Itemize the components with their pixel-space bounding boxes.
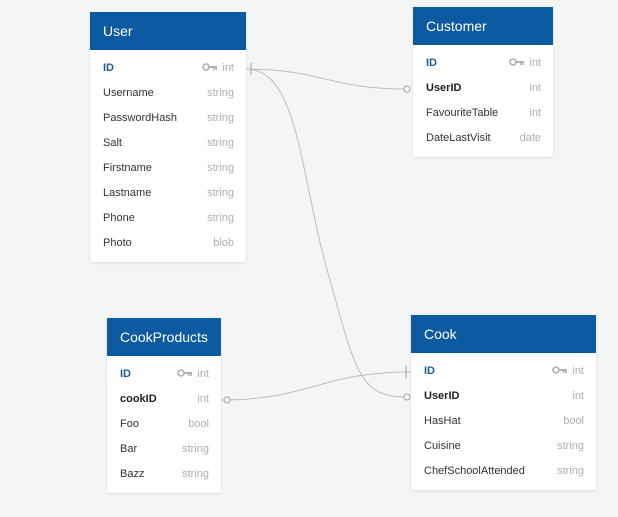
field-name: UserID [424, 390, 460, 402]
field-type: string [207, 162, 234, 174]
field-type: int [202, 56, 234, 81]
table-customer-fields: ID int UserID int FavouriteTable int DateL… [413, 45, 553, 155]
field-row[interactable]: Phone string [90, 206, 246, 231]
field-row[interactable]: UserID int [411, 384, 596, 409]
field-row[interactable]: Bazz string [107, 462, 221, 487]
table-cookproducts-fields: ID int cookID int Foo bool Bar string Bazz s… [107, 356, 221, 491]
field-type: string [207, 212, 234, 224]
field-type: string [557, 440, 584, 452]
table-customer[interactable]: Customer ID int UserID int FavouriteTable… [413, 7, 553, 157]
relation-cook-cookproducts[interactable] [220, 371, 412, 401]
field-name: cookID [120, 393, 157, 405]
field-name: Cuisine [424, 440, 461, 452]
field-row[interactable]: Username string [90, 81, 246, 106]
field-type: int [552, 359, 584, 384]
field-type: string [207, 137, 234, 149]
field-name: Firstname [103, 162, 152, 174]
field-type-label: int [222, 62, 234, 74]
table-cook-header[interactable]: Cook [411, 315, 596, 353]
field-type: int [572, 390, 584, 402]
field-name: Bar [120, 443, 138, 455]
field-name: PasswordHash [103, 112, 177, 124]
field-name: Salt [103, 137, 122, 149]
field-type: string [207, 87, 234, 99]
field-row[interactable]: Lastname string [90, 181, 246, 206]
field-row[interactable]: ID int [90, 56, 246, 81]
table-cook[interactable]: Cook ID int UserID int HasHat bool Cuisine… [411, 315, 596, 490]
field-name: ChefSchoolAttended [424, 465, 525, 477]
field-type-label: int [197, 368, 209, 380]
field-row[interactable]: DateLastVisit date [413, 126, 553, 151]
field-type: int [177, 362, 209, 387]
field-name: FavouriteTable [426, 107, 499, 119]
field-type: int [529, 107, 541, 119]
many-marker-user-customer [403, 85, 411, 93]
field-type: string [182, 468, 209, 480]
field-type: string [182, 443, 209, 455]
field-row[interactable]: ID int [411, 359, 596, 384]
relation-user-customer[interactable] [245, 68, 406, 90]
table-user[interactable]: User ID int Username string PasswordHash s… [90, 12, 246, 262]
many-marker-user-cook [403, 393, 411, 401]
field-row[interactable]: ChefSchoolAttended string [411, 459, 596, 484]
field-row[interactable]: ID int [413, 51, 553, 76]
field-row[interactable]: FavouriteTable int [413, 101, 553, 126]
field-type: int [509, 51, 541, 76]
field-name: Bazz [120, 468, 145, 480]
field-row[interactable]: Salt string [90, 131, 246, 156]
table-cookproducts-header[interactable]: CookProducts [107, 318, 221, 356]
field-row[interactable]: Foo bool [107, 412, 221, 437]
field-name: HasHat [424, 415, 461, 427]
field-row[interactable]: cookID int [107, 387, 221, 412]
field-type: bool [563, 415, 584, 427]
many-marker-cook-cookproducts [223, 396, 231, 404]
field-type-label: int [529, 57, 541, 69]
field-row[interactable]: UserID int [413, 76, 553, 101]
field-name: Phone [103, 212, 135, 224]
field-type: int [197, 393, 209, 405]
key-icon [177, 369, 193, 377]
key-icon [202, 63, 218, 71]
table-user-fields: ID int Username string PasswordHash string… [90, 50, 246, 260]
field-row[interactable]: HasHat bool [411, 409, 596, 434]
field-name: ID [120, 368, 131, 380]
field-row[interactable]: Photo blob [90, 231, 246, 256]
table-user-header[interactable]: User [90, 12, 246, 50]
field-row[interactable]: PasswordHash string [90, 106, 246, 131]
key-icon [552, 366, 568, 374]
field-row[interactable]: Firstname string [90, 156, 246, 181]
field-type: string [207, 187, 234, 199]
field-type: string [557, 465, 584, 477]
field-name: ID [426, 57, 437, 69]
field-type: blob [213, 237, 234, 249]
field-name: Photo [103, 237, 132, 249]
table-customer-header[interactable]: Customer [413, 7, 553, 45]
field-type: string [207, 112, 234, 124]
field-row[interactable]: Bar string [107, 437, 221, 462]
field-name: Username [103, 87, 154, 99]
field-type: date [519, 132, 541, 144]
field-name: DateLastVisit [426, 132, 491, 144]
field-name: ID [103, 62, 114, 74]
table-cook-fields: ID int UserID int HasHat bool Cuisine strin… [411, 353, 596, 488]
field-type-label: int [572, 365, 584, 377]
field-row[interactable]: ID int [107, 362, 221, 387]
relation-user-cook[interactable] [245, 68, 406, 398]
field-row[interactable]: Cuisine string [411, 434, 596, 459]
table-cookproducts[interactable]: CookProducts ID int cookID int Foo bool Ba… [107, 318, 221, 493]
field-type: int [529, 82, 541, 94]
field-name: UserID [426, 82, 462, 94]
field-name: ID [424, 365, 435, 377]
field-type: bool [188, 418, 209, 430]
key-icon [509, 58, 525, 66]
field-name: Foo [120, 418, 139, 430]
field-name: Lastname [103, 187, 152, 199]
